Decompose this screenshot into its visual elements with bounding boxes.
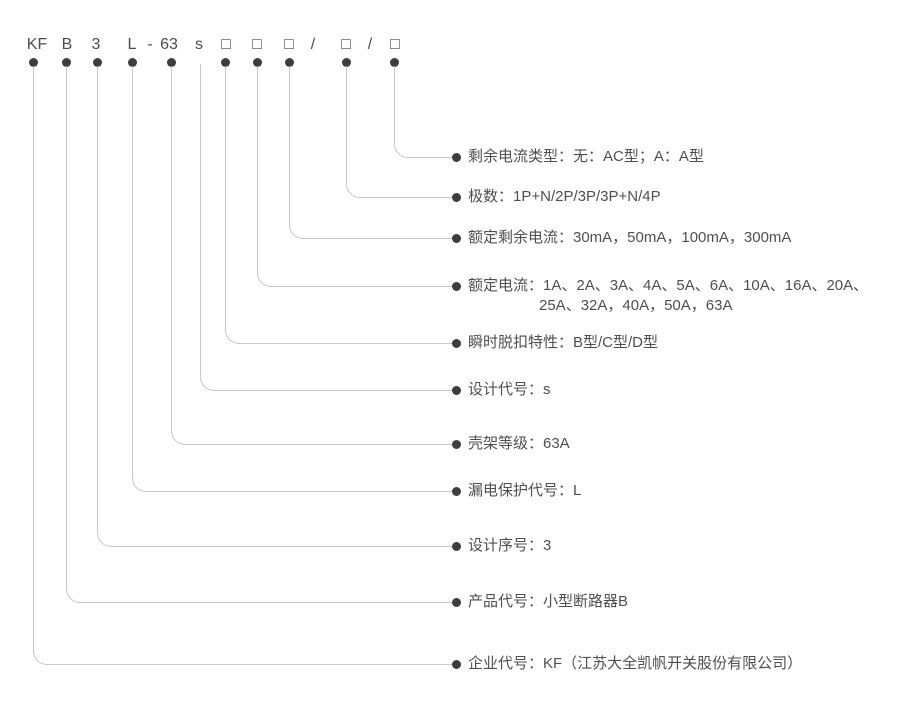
code-segment-residual-box: □ bbox=[284, 36, 294, 53]
connector-line bbox=[289, 66, 453, 239]
legend-label-frame-grade: 壳架等级：63A bbox=[468, 435, 570, 452]
label-bullet bbox=[452, 660, 461, 669]
legend-label-product-code: 产品代号：小型断路器B bbox=[468, 593, 629, 610]
label-bullet bbox=[452, 339, 461, 348]
label-bullet bbox=[452, 234, 461, 243]
label-bullet bbox=[452, 440, 461, 449]
code-segment-slash-2: / bbox=[367, 36, 373, 53]
connector-line bbox=[132, 66, 453, 492]
legend-label-leakage-code: 漏电保护代号：L bbox=[468, 482, 582, 499]
code-dot bbox=[128, 58, 137, 67]
code-segment-company: KF bbox=[26, 36, 48, 53]
code-segment-product: B bbox=[61, 36, 73, 53]
label-bullet bbox=[452, 487, 461, 496]
legend-label-company-code: 企业代号：KF（江苏大全凯帆开关股份有限公司） bbox=[468, 655, 803, 672]
legend-label-rated-residual-current: 额定剩余电流：30mA，50mA，100mA，300mA bbox=[468, 229, 792, 246]
connector-line bbox=[257, 66, 453, 287]
code-segment-type-box: □ bbox=[390, 36, 400, 53]
connector-line bbox=[97, 66, 453, 547]
code-segment-hyphen: - bbox=[147, 36, 153, 53]
code-segment-trip-box: □ bbox=[221, 36, 231, 53]
code-segment-design: s bbox=[195, 36, 203, 53]
code-segment-poles-box: □ bbox=[341, 36, 351, 53]
legend-label-rated-current-line1: 额定电流：1A、2A、3A、4A、5A、6A、10A、16A、20A、 bbox=[468, 277, 869, 294]
legend-label-rated-current-line2: 25A、32A，40A，50A，63A bbox=[539, 297, 733, 314]
connector-line bbox=[346, 66, 453, 198]
code-dot bbox=[253, 58, 262, 67]
code-dot bbox=[167, 58, 176, 67]
code-dot bbox=[342, 58, 351, 67]
code-dot bbox=[390, 58, 399, 67]
connector-line bbox=[66, 66, 453, 603]
connector-line bbox=[33, 66, 453, 665]
code-dot bbox=[29, 58, 38, 67]
label-bullet bbox=[452, 282, 461, 291]
label-bullet bbox=[452, 193, 461, 202]
connector-line bbox=[200, 64, 453, 391]
legend-label-rated-current: 额定电流：1A、2A、3A、4A、5A、6A、10A、16A、20A、 25A、… bbox=[468, 276, 868, 316]
legend-label-design-code: 设计代号：s bbox=[468, 381, 551, 398]
legend-label-residual-current-type: 剩余电流类型：无：AC型；A：A型 bbox=[468, 148, 704, 165]
code-dot bbox=[285, 58, 294, 67]
code-dot bbox=[93, 58, 102, 67]
legend-label-instant-trip: 瞬时脱扣特性：B型/C型/D型 bbox=[468, 334, 659, 351]
code-segment-frame: 63 bbox=[160, 36, 178, 53]
connector-line bbox=[394, 66, 453, 158]
connector-line bbox=[171, 66, 453, 445]
label-bullet bbox=[452, 598, 461, 607]
label-bullet bbox=[452, 542, 461, 551]
code-dot bbox=[62, 58, 71, 67]
legend-label-design-serial: 设计序号：3 bbox=[468, 537, 552, 554]
code-segment-slash-1: / bbox=[310, 36, 316, 53]
code-dot bbox=[221, 58, 230, 67]
label-bullet bbox=[452, 386, 461, 395]
label-bullet bbox=[452, 153, 461, 162]
connector-line bbox=[225, 66, 453, 344]
code-segment-current-box: □ bbox=[252, 36, 262, 53]
code-segment-series: 3 bbox=[91, 36, 101, 53]
legend-label-poles: 极数：1P+N/2P/3P/3P+N/4P bbox=[468, 188, 661, 205]
code-segment-leakage: L bbox=[127, 36, 137, 53]
